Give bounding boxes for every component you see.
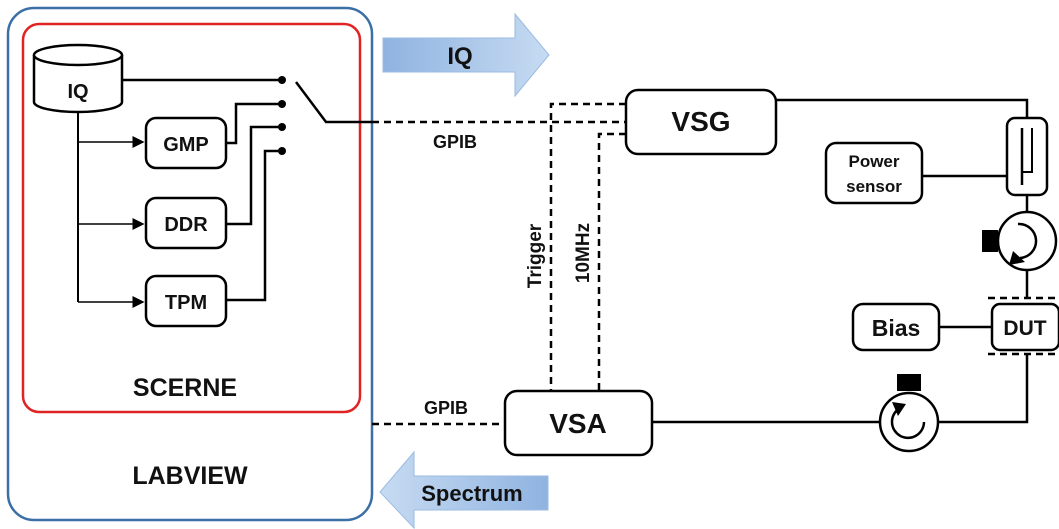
iq-output-arrow <box>382 12 550 98</box>
dut-label: DUT <box>1003 317 1046 340</box>
trigger-link <box>549 102 626 390</box>
bias-label: Bias <box>872 315 921 341</box>
gmp-label: GMP <box>163 134 209 156</box>
trigger-label: Trigger <box>525 223 546 288</box>
power-sensor-label-line2: sensor <box>846 177 902 196</box>
vsg-block <box>624 88 778 156</box>
power-sensor-label-line1: Power <box>848 152 899 171</box>
vsg-label: VSG <box>671 106 730 137</box>
spectrum-arrow-label: Spectrum <box>421 481 522 506</box>
power-sensor-block <box>824 141 924 205</box>
selector-switch <box>122 76 372 302</box>
scerne-container <box>21 22 362 414</box>
tpm-label: TPM <box>165 292 207 314</box>
ddr-label: DDR <box>164 214 208 236</box>
circulator-top-icon <box>982 210 1058 272</box>
dut-to-circulator-wire <box>938 354 1029 424</box>
vsg-output-wire <box>776 98 1029 118</box>
coupler-icon <box>1005 116 1049 197</box>
scerne-label: SCERNE <box>133 374 237 402</box>
spectrum-input-arrow <box>379 450 549 529</box>
iq-arrow-label: IQ <box>447 43 472 70</box>
vsa-label: VSA <box>549 408 607 439</box>
ref-clock-link <box>597 132 626 390</box>
iq-source-label: IQ <box>67 81 88 103</box>
labview-container <box>6 6 374 522</box>
ref-clock-label: 10MHz <box>573 223 594 283</box>
circulator-bottom-icon <box>878 374 940 453</box>
iq-database-icon <box>32 43 124 114</box>
gpib-bottom-label: GPIB <box>424 398 468 418</box>
labview-label: LABVIEW <box>132 462 248 490</box>
gpib-top-label: GPIB <box>433 132 477 152</box>
